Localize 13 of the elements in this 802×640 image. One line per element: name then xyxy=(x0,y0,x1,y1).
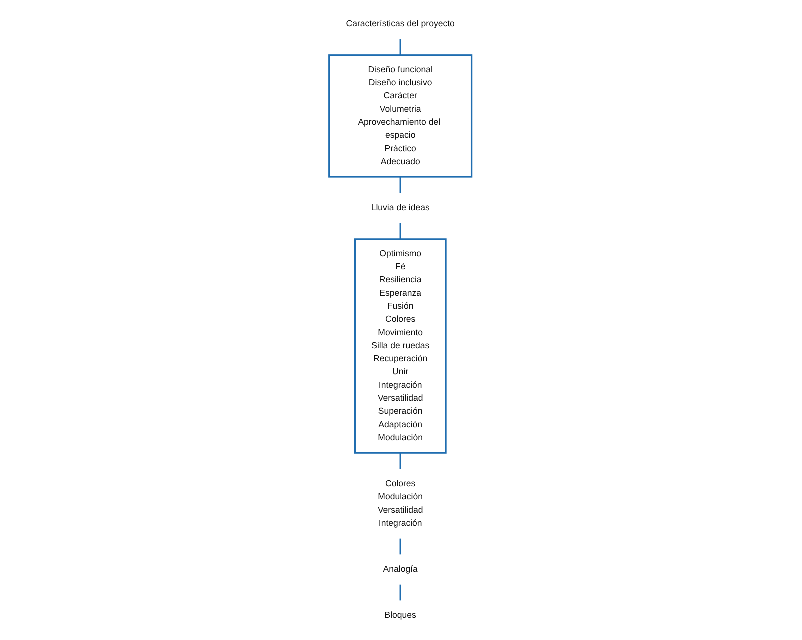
connector xyxy=(400,39,402,56)
node-text: Bloques xyxy=(385,610,417,620)
connector xyxy=(400,584,402,601)
connector xyxy=(400,538,402,555)
node-text: Colores Modulación Versatilidad Integración xyxy=(378,479,424,528)
node-box: Diseño funcional Diseño inclusivo Carácter Volumetria Aprovechamiento del espacio Práctico Adecuado xyxy=(328,54,474,178)
node-text: Lluvia de ideas xyxy=(372,203,430,213)
connector xyxy=(400,177,402,194)
node-text: Características del proyecto xyxy=(346,19,456,29)
connector xyxy=(400,223,402,240)
connector xyxy=(400,453,402,470)
node-box: Optimismo Fé Resiliencia Esperanza Fusión Colores Movimiento Silla de ruedas Recuperación Unir Integración Versatilidad Superación Adaptación Modulación xyxy=(354,238,448,454)
node-text: Analogía xyxy=(384,564,418,574)
